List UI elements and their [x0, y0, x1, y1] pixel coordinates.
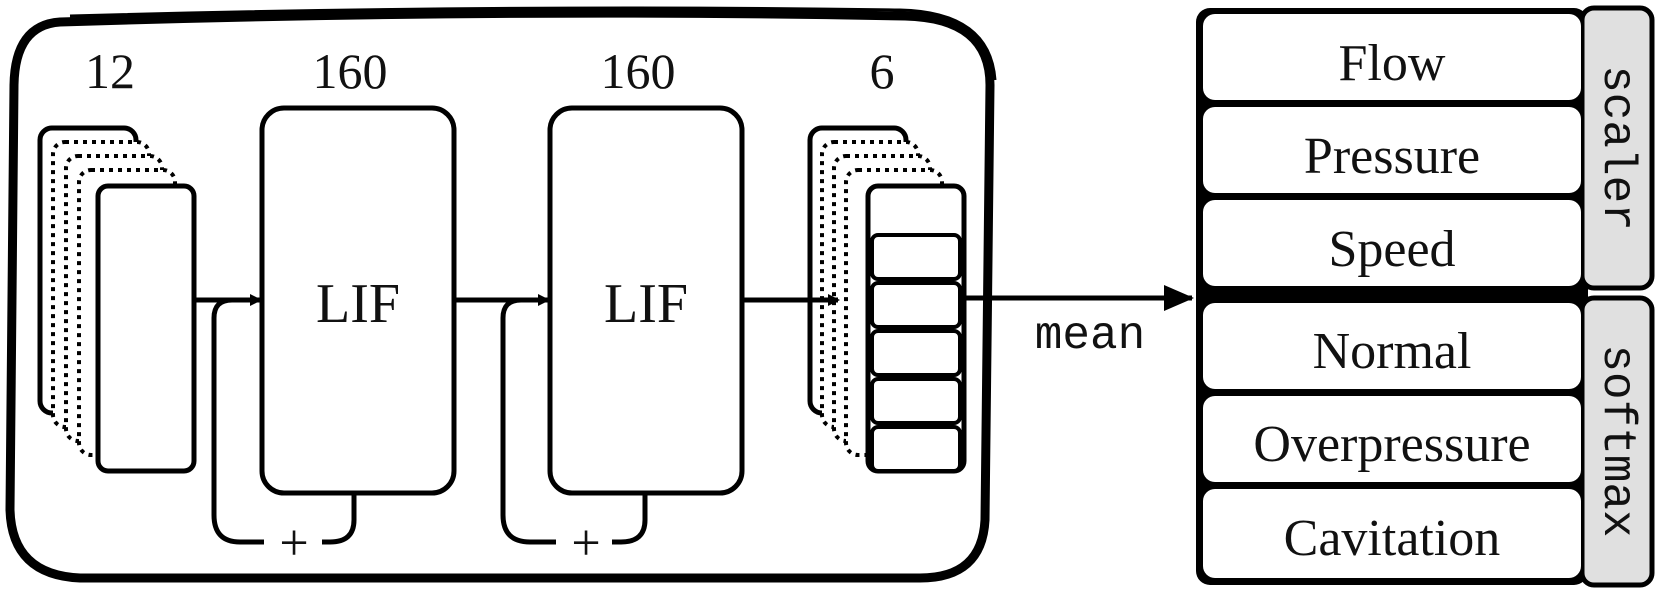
output-label-overpressure: Overpressure [1253, 416, 1530, 473]
output-cell-cavitation [1203, 489, 1581, 578]
softmax-side-panel [1579, 295, 1655, 588]
input-layer-stack [37, 125, 197, 474]
recurrent-loop-1 [211, 297, 357, 545]
output-neuron-4 [870, 329, 962, 377]
recurrent-sum-2: + [571, 515, 600, 572]
output-cell-normal [1203, 303, 1581, 389]
output-label-speed: Speed [1328, 221, 1455, 278]
hidden1-size-label: 160 [313, 43, 388, 99]
output-neuron-6 [870, 425, 962, 473]
mean-label: mean [1035, 310, 1145, 362]
output-size-label: 6 [870, 43, 895, 99]
hidden2-size-label: 160 [601, 43, 676, 99]
scaler-side-label: scaler [1591, 65, 1643, 231]
scaler-side-panel [1579, 5, 1655, 291]
output-cell-flow [1203, 14, 1581, 100]
output-cell-pressure [1203, 107, 1581, 193]
output-cell-overpressure [1203, 396, 1581, 482]
lif-block-2-label: LIF [604, 273, 688, 335]
output-label-normal: Normal [1313, 323, 1472, 380]
softmax-side-label: softmax [1591, 344, 1643, 537]
output-neuron-5 [870, 377, 962, 425]
output-label-pressure: Pressure [1304, 128, 1480, 185]
input-size-label: 12 [85, 43, 135, 99]
network-container-sketch [69, 6, 997, 81]
lif-block-1-label: LIF [316, 273, 400, 335]
output-neurons [865, 183, 967, 474]
output-neuron-2 [870, 233, 962, 281]
output-neuron-3 [870, 281, 962, 329]
output-label-flow: Flow [1339, 35, 1446, 92]
output-label-cavitation: Cavitation [1284, 510, 1501, 567]
network-container [5, 8, 995, 583]
output-cell-speed [1203, 200, 1581, 286]
recurrent-loop-2 [500, 297, 648, 545]
recurrent-sum-1: + [279, 515, 308, 572]
